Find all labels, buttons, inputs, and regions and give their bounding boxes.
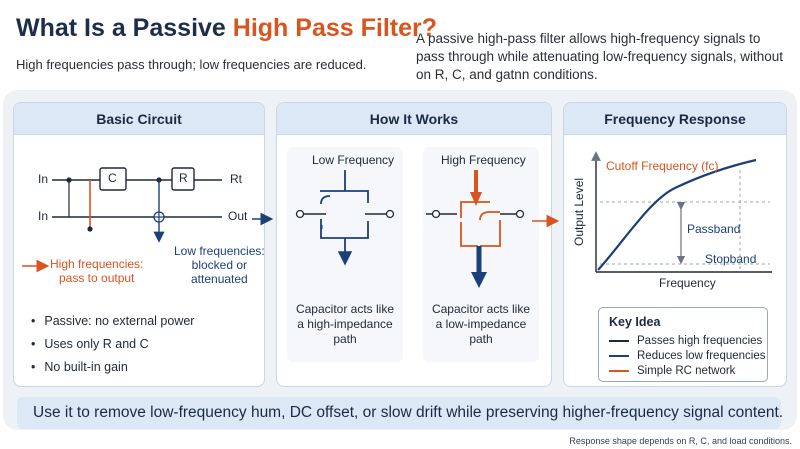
circuit-bullet-list: Passive: no external power Uses only R a… <box>31 310 194 379</box>
out-label: Out <box>228 209 248 223</box>
key-swatch <box>609 355 629 357</box>
key-item: Reduces low frequencies <box>609 349 766 363</box>
key-swatch <box>609 340 629 342</box>
page-subtitle: High frequencies pass through; low frequ… <box>16 57 367 72</box>
key-item-label: Simple RC network <box>637 365 736 377</box>
cutoff-frequency-label: Cutoff Frequency (fc) <box>606 159 719 173</box>
how-it-works-title: How It Works <box>277 103 551 135</box>
rt-label: Rt <box>230 172 242 186</box>
capacitor-symbol <box>99 167 127 191</box>
page-title: What Is a Passive High Pass Filter? <box>16 14 437 43</box>
high-frequency-diagram <box>426 170 560 288</box>
stopband-label: Stopband <box>705 252 757 266</box>
high-frequency-label: High Frequency <box>441 153 526 167</box>
high-frequency-caption: Capacitor acts like a low-impedance path <box>431 302 531 346</box>
key-item: Passes high frequencies <box>609 334 762 348</box>
key-item: Simple RC network <box>609 364 735 378</box>
resistor-symbol <box>171 167 195 191</box>
frequency-response-title: Frequency Response <box>564 103 786 135</box>
x-axis-label: Frequency <box>659 276 716 290</box>
footnote: Response shape depends on R, C, and load… <box>569 436 792 446</box>
in-bottom-label: In <box>38 209 49 223</box>
high-frequencies-note: High frequencies: pass to output <box>50 257 144 285</box>
low-frequency-caption: Capacitor acts like a high-impedance pat… <box>295 302 395 346</box>
basic-circuit-title: Basic Circuit <box>14 103 264 135</box>
bullet-item: Passive: no external power <box>31 310 194 333</box>
in-top-label: In <box>38 172 49 186</box>
response-curve <box>597 158 757 271</box>
low-frequency-diagram <box>295 170 395 266</box>
key-idea-box: Key Idea Passes high frequencies Reduces… <box>598 307 768 382</box>
capacitor-label: C <box>108 171 117 185</box>
key-item-label: Reduces low frequencies <box>637 350 766 362</box>
passband-label: Passband <box>687 222 741 236</box>
title-prefix: What Is a Passive <box>16 14 233 42</box>
circuit-schematic <box>22 167 274 273</box>
resistor-label: R <box>179 171 188 185</box>
bullet-item: Uses only R and C <box>31 333 194 356</box>
low-frequency-label: Low Frequency <box>312 153 395 167</box>
key-idea-title: Key Idea <box>609 315 661 329</box>
title-accent: High Pass Filter? <box>232 14 437 42</box>
frequency-response-chart <box>591 151 772 273</box>
summary-banner: Use it to remove low-frequency hum, DC o… <box>17 397 783 429</box>
intro-text: A passive high-pass filter allows high-f… <box>416 31 783 82</box>
key-swatch <box>609 370 629 372</box>
bullet-item: No built-in gain <box>31 356 194 379</box>
low-frequencies-note: Low frequencies: blocked or attenuated <box>174 244 265 286</box>
y-axis-label: Output Level <box>572 177 586 246</box>
key-item-label: Passes high frequencies <box>637 335 763 347</box>
